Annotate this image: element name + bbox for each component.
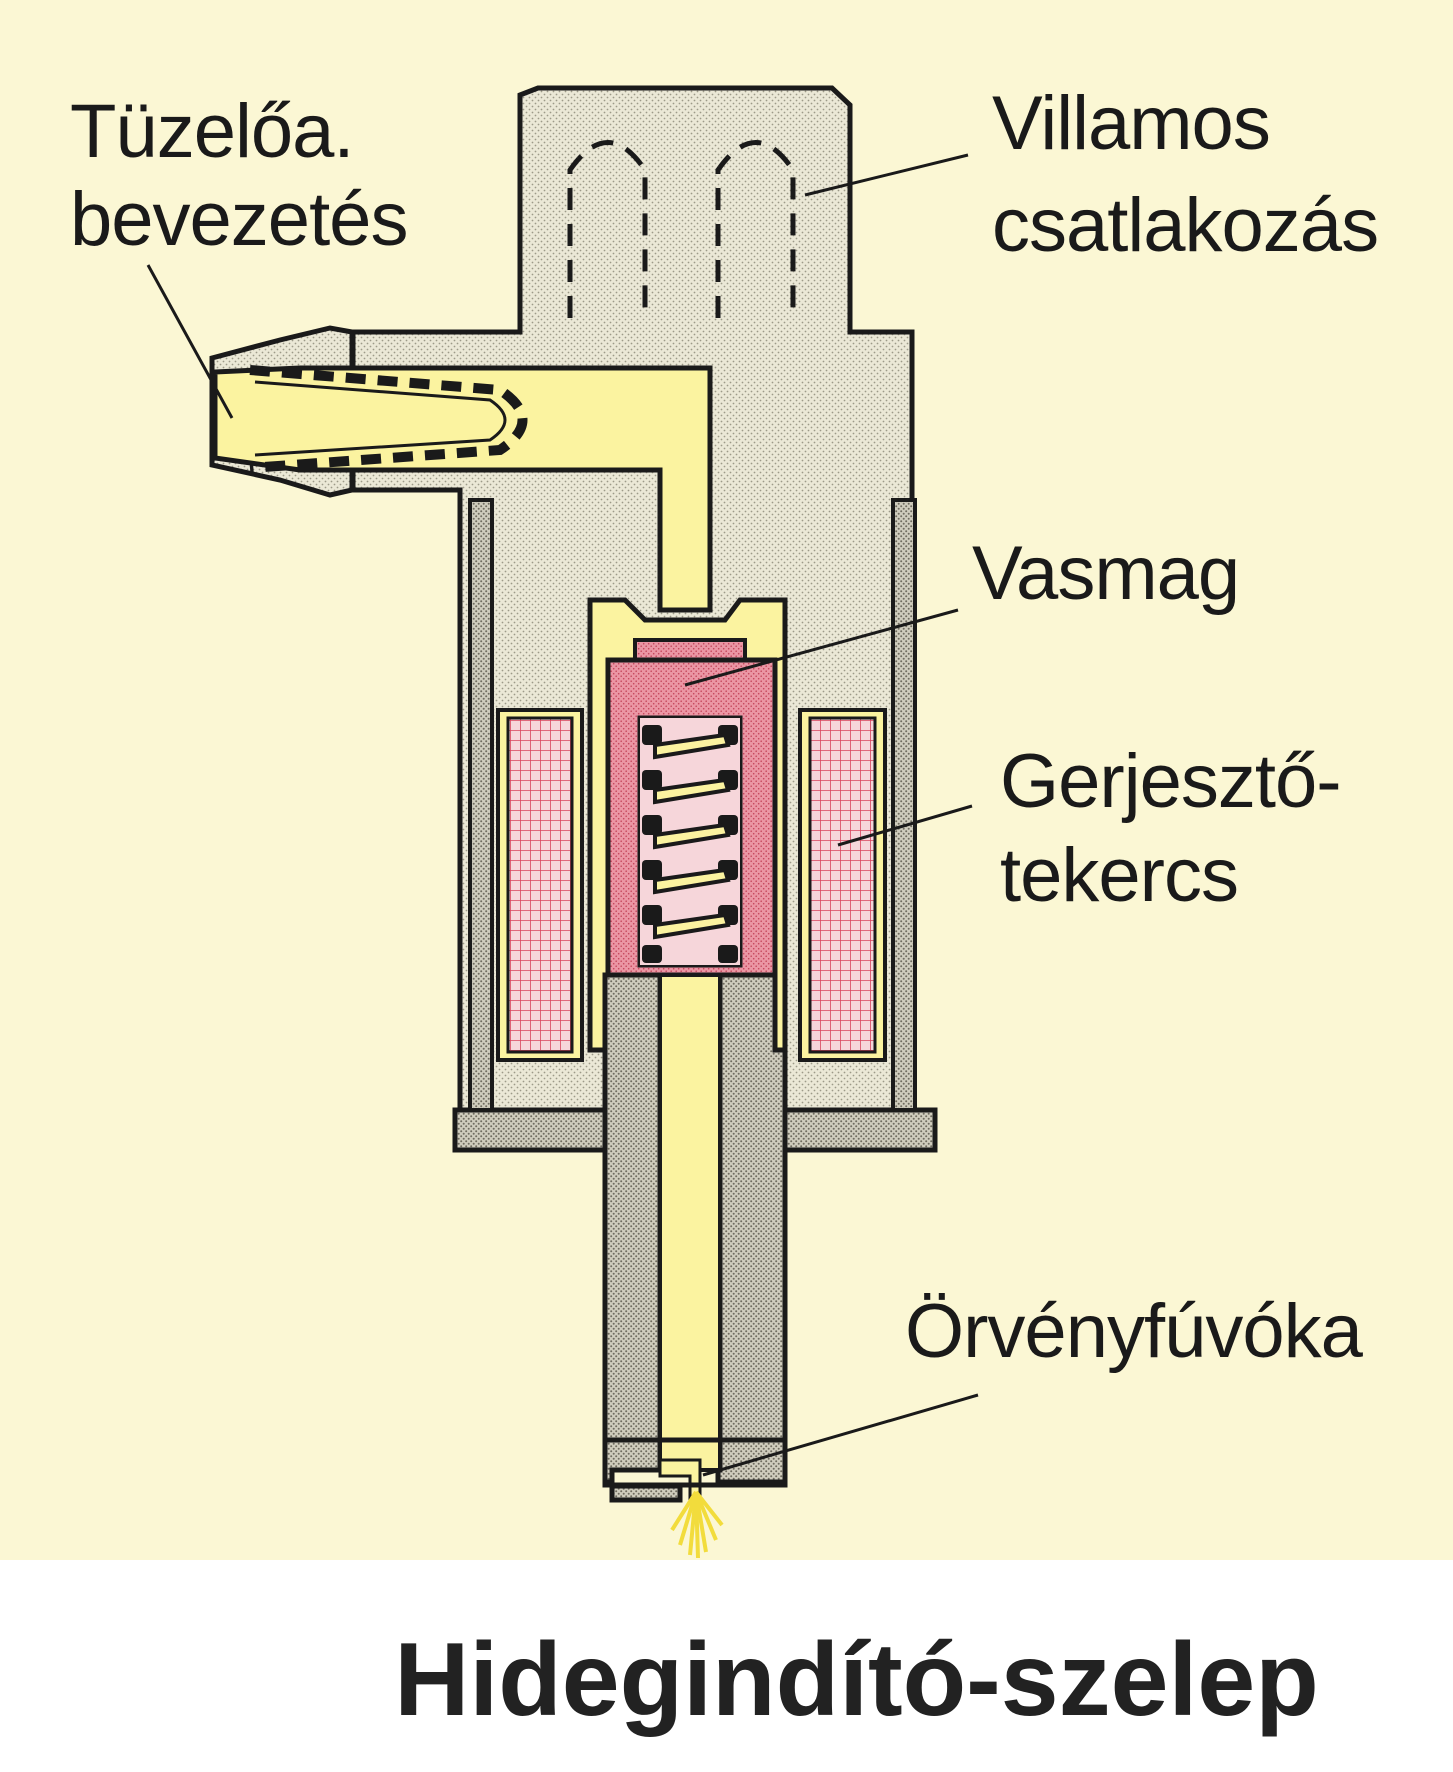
label-fuel-inlet: Tüzelőa. bevezetés: [70, 88, 408, 264]
spring: [640, 718, 740, 965]
electrical-pins: [567, 140, 796, 318]
coil-left: [506, 716, 574, 1054]
label-fuel-inlet-line1: Tüzelőa.: [70, 89, 355, 174]
label-iron-core: Vasmag: [972, 530, 1240, 618]
label-fuel-inlet-line2: bevezetés: [70, 177, 408, 262]
nozzle-body-right: [715, 972, 788, 1485]
coil-right: [808, 716, 877, 1054]
sleeve-right: [891, 498, 917, 1112]
label-swirl-nozzle-line1: Örvényfúvóka: [905, 1289, 1363, 1374]
label-iron-core-line1: Vasmag: [972, 531, 1240, 616]
nozzle-bore: [658, 973, 722, 1472]
label-excitation-coil-line2: tekercs: [1000, 833, 1239, 918]
diagram-figure: Tüzelőa. bevezetés Villamos csatlakozás …: [0, 0, 1453, 1560]
label-electrical-connection-line1: Villamos: [992, 81, 1271, 166]
fuel-spray: [670, 1490, 724, 1559]
fuel-channel: [212, 365, 713, 613]
inlet-filter-inner: [254, 380, 507, 457]
label-electrical-connection-line2: csatlakozás: [992, 183, 1379, 268]
label-swirl-nozzle: Örvényfúvóka: [905, 1288, 1363, 1376]
nozzle-outer: [602, 1437, 788, 1488]
inlet-filter: [249, 365, 528, 473]
figure-caption: Hidegindító-szelep: [394, 1622, 1319, 1738]
label-electrical-connection: Villamos csatlakozás: [992, 80, 1379, 270]
leader-lines: [146, 153, 979, 1477]
cold-start-valve-diagram: [146, 85, 979, 1559]
sleeve-left: [468, 498, 494, 1112]
label-excitation-coil-line1: Gerjesztő-: [1000, 739, 1342, 824]
label-excitation-coil: Gerjesztő- tekercs: [1000, 738, 1342, 920]
